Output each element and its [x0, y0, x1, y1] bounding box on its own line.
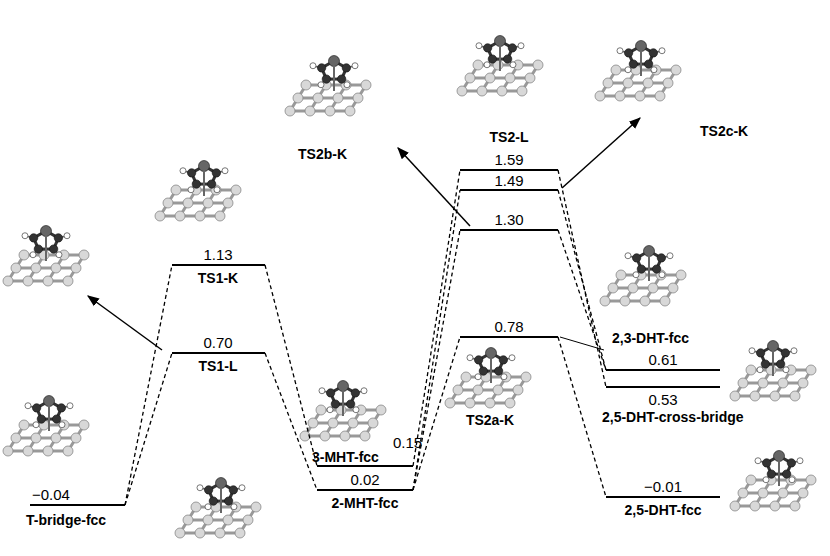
reaction-path: [558, 230, 606, 370]
state-name: 2,5-DHT-cross-bridge: [602, 410, 744, 424]
state-name: TS2-L: [490, 130, 529, 144]
leader-arrow: [88, 296, 162, 350]
energy-level: −0.04T-bridge-fcc: [30, 504, 125, 506]
energy-level: 1.30TS2b-K: [460, 229, 558, 231]
energy-value: 1.30: [494, 212, 523, 227]
reaction-path: [558, 190, 606, 370]
energy-level: −0.012,5-DHT-fcc: [606, 496, 720, 498]
energy-value: −0.04: [32, 487, 70, 502]
energy-level: 1.49TS2c-K: [460, 189, 558, 191]
reaction-path: [558, 170, 606, 387]
adsorption-model: [155, 161, 241, 222]
energy-level: 0.532,5-DHT-cross-bridge: [606, 386, 720, 388]
adsorption-model: [3, 226, 89, 287]
adsorption-model: [285, 56, 371, 117]
reaction-path: [265, 265, 317, 466]
adsorption-model: [730, 341, 816, 402]
state-name: TS1-L: [199, 359, 238, 373]
adsorption-model: [175, 478, 261, 539]
energy-value: −0.01: [644, 479, 682, 494]
adsorption-model: [445, 348, 531, 409]
state-name: T-bridge-fcc: [26, 513, 106, 527]
leader-arrow: [562, 118, 640, 188]
state-name: 2-MHT-fcc: [332, 496, 399, 510]
energy-level: 1.13TS1-K: [172, 264, 265, 266]
adsorption-model: [457, 36, 543, 97]
adsorption-model: [300, 381, 386, 442]
adsorption-model: [3, 396, 89, 457]
energy-value: 1.59: [494, 152, 523, 167]
energy-value: 1.49: [494, 173, 523, 188]
energy-value: 0.53: [648, 392, 677, 407]
reaction-path: [413, 230, 460, 490]
energy-level: 0.153-MHT-fcc: [317, 465, 413, 467]
energy-level: 0.70TS1-L: [172, 352, 265, 354]
energy-level: 0.022-MHT-fcc: [317, 489, 413, 491]
adsorption-model: [600, 246, 686, 307]
energy-level: 0.612,3-DHT-fcc: [606, 369, 720, 371]
energy-value: 0.02: [350, 472, 379, 487]
energy-value: 0.70: [203, 335, 232, 350]
energy-level: 1.59TS2-L: [460, 169, 558, 171]
leader-arrow: [398, 148, 470, 226]
state-name: 3-MHT-fcc: [312, 450, 379, 464]
energy-value: 0.15: [393, 435, 422, 450]
state-name: TS1-K: [198, 271, 238, 285]
state-name: 2,5-DHT-fcc: [624, 503, 701, 517]
state-name: 2,3-DHT-fcc: [612, 331, 689, 345]
reaction-path: [413, 337, 460, 490]
reaction-path: [125, 265, 172, 505]
energy-value: 0.78: [494, 319, 523, 334]
energy-level: 0.78TS2a-K: [460, 336, 558, 338]
reaction-path: [558, 337, 606, 497]
energy-value: 0.61: [648, 352, 677, 367]
reaction-path: [265, 353, 317, 490]
reaction-path: [125, 353, 172, 505]
state-name: TS2b-K: [298, 147, 347, 161]
energy-value: 1.13: [203, 247, 232, 262]
state-name: TS2c-K: [700, 124, 748, 138]
adsorption-model: [595, 41, 681, 102]
state-name: TS2a-K: [466, 413, 514, 427]
reaction-path: [413, 170, 460, 466]
adsorption-model: [730, 451, 816, 512]
